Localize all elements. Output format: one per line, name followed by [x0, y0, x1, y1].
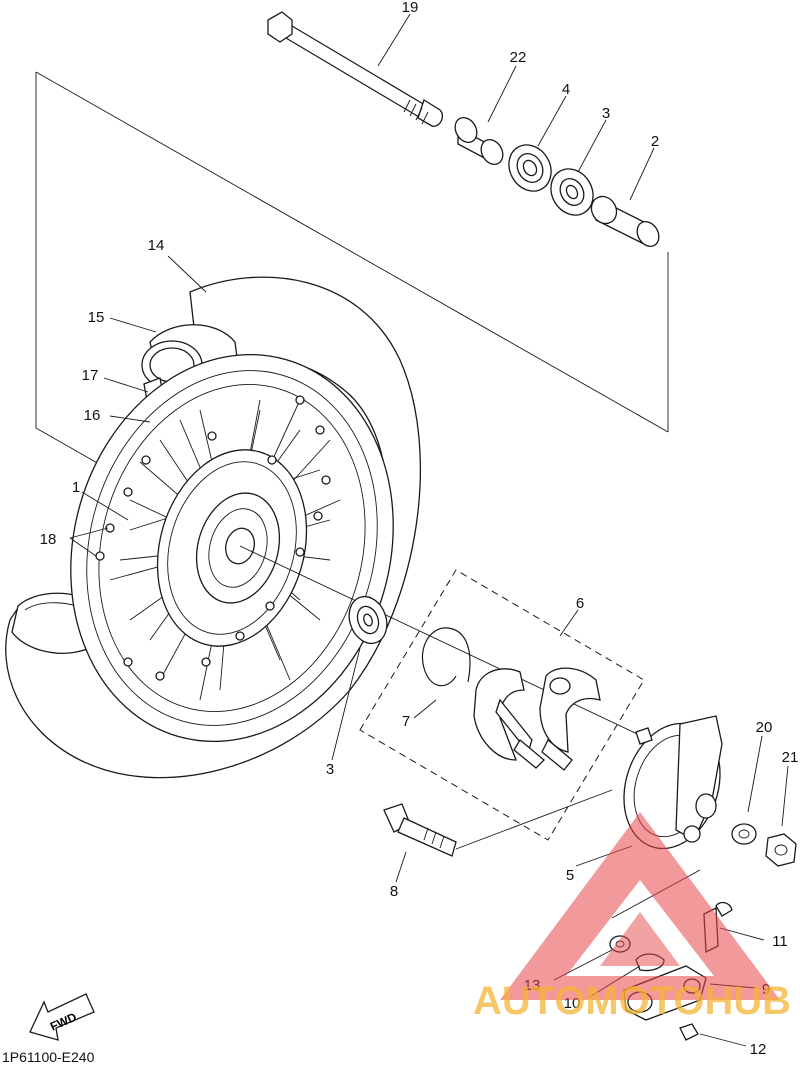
brake-spring: [421, 627, 471, 687]
brake-cam-shaft: [383, 789, 613, 857]
callout-16: 16: [84, 407, 101, 424]
oil-seal-4: [508, 144, 552, 192]
callout-2: 2: [651, 133, 659, 150]
watermark-triangle: [500, 812, 780, 1000]
spacer-22: [454, 117, 504, 165]
callout-19: 19: [402, 0, 419, 16]
brake-shoes: [473, 667, 601, 771]
diagram-code: 1P61100-E240: [2, 1049, 95, 1065]
brake-shoe-plate: [623, 715, 723, 850]
collar-2: [590, 195, 660, 247]
callout-7: 7: [402, 713, 410, 730]
callout-17: 17: [82, 367, 99, 384]
callout-6: 6: [576, 595, 584, 612]
brake-shoe-kit-box: [359, 569, 645, 841]
front-axle: [267, 11, 444, 127]
callout-20: 20: [756, 719, 773, 736]
wheel-hub: [156, 449, 308, 647]
callout-18: 18: [40, 531, 57, 548]
watermark-text: AUTOMOTOHUB: [473, 979, 791, 1023]
axle-centerline: [239, 545, 651, 741]
fwd-arrow: FWD: [29, 993, 95, 1041]
callout-3-lower: 3: [326, 761, 334, 778]
callout-15: 15: [88, 309, 105, 326]
bearing-3-upper: [550, 168, 594, 216]
callout-1: 1: [72, 479, 80, 496]
washer-and-nut: [731, 823, 797, 867]
automotohub-watermark: AUTOMOTOHUB: [473, 812, 791, 1023]
callout-11: 11: [772, 933, 788, 950]
callout-3-upper: 3: [602, 105, 610, 122]
callout-8: 8: [390, 883, 398, 900]
callout-22: 22: [510, 49, 527, 66]
callout-4: 4: [562, 81, 570, 98]
spoke-nipples: [95, 395, 331, 681]
bearing-3-lower: [348, 595, 388, 645]
callout-5: 5: [566, 867, 574, 884]
callout-14: 14: [148, 237, 165, 254]
callout-12: 12: [750, 1041, 767, 1058]
callout-21: 21: [782, 749, 799, 766]
